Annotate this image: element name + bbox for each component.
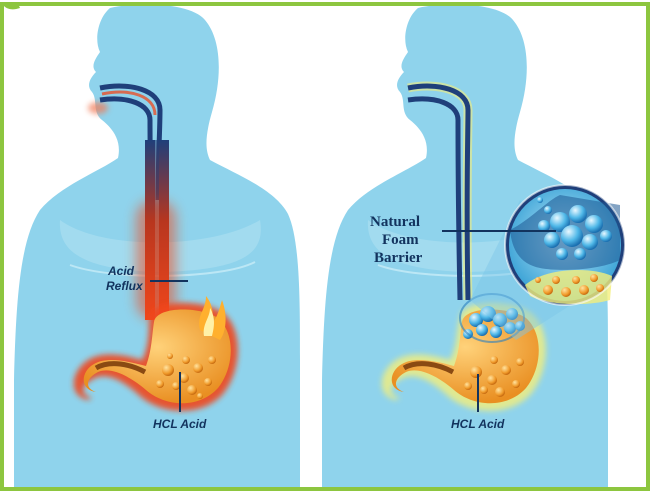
left-hcl-acid-label: HCL Acid [153,417,207,431]
acid-reflux-label-line2: Reflux [106,279,144,293]
foam-barrier-label-line1: Natural [370,214,420,230]
foam-barrier-label-line2: Foam [382,232,419,248]
right-hcl-acid-label: HCL Acid [451,417,505,431]
magnified-foam-view [505,185,625,305]
acid-reflux-label-line1: Acid [107,264,135,278]
foam-barrier-label-line3: Barrier [374,250,423,266]
